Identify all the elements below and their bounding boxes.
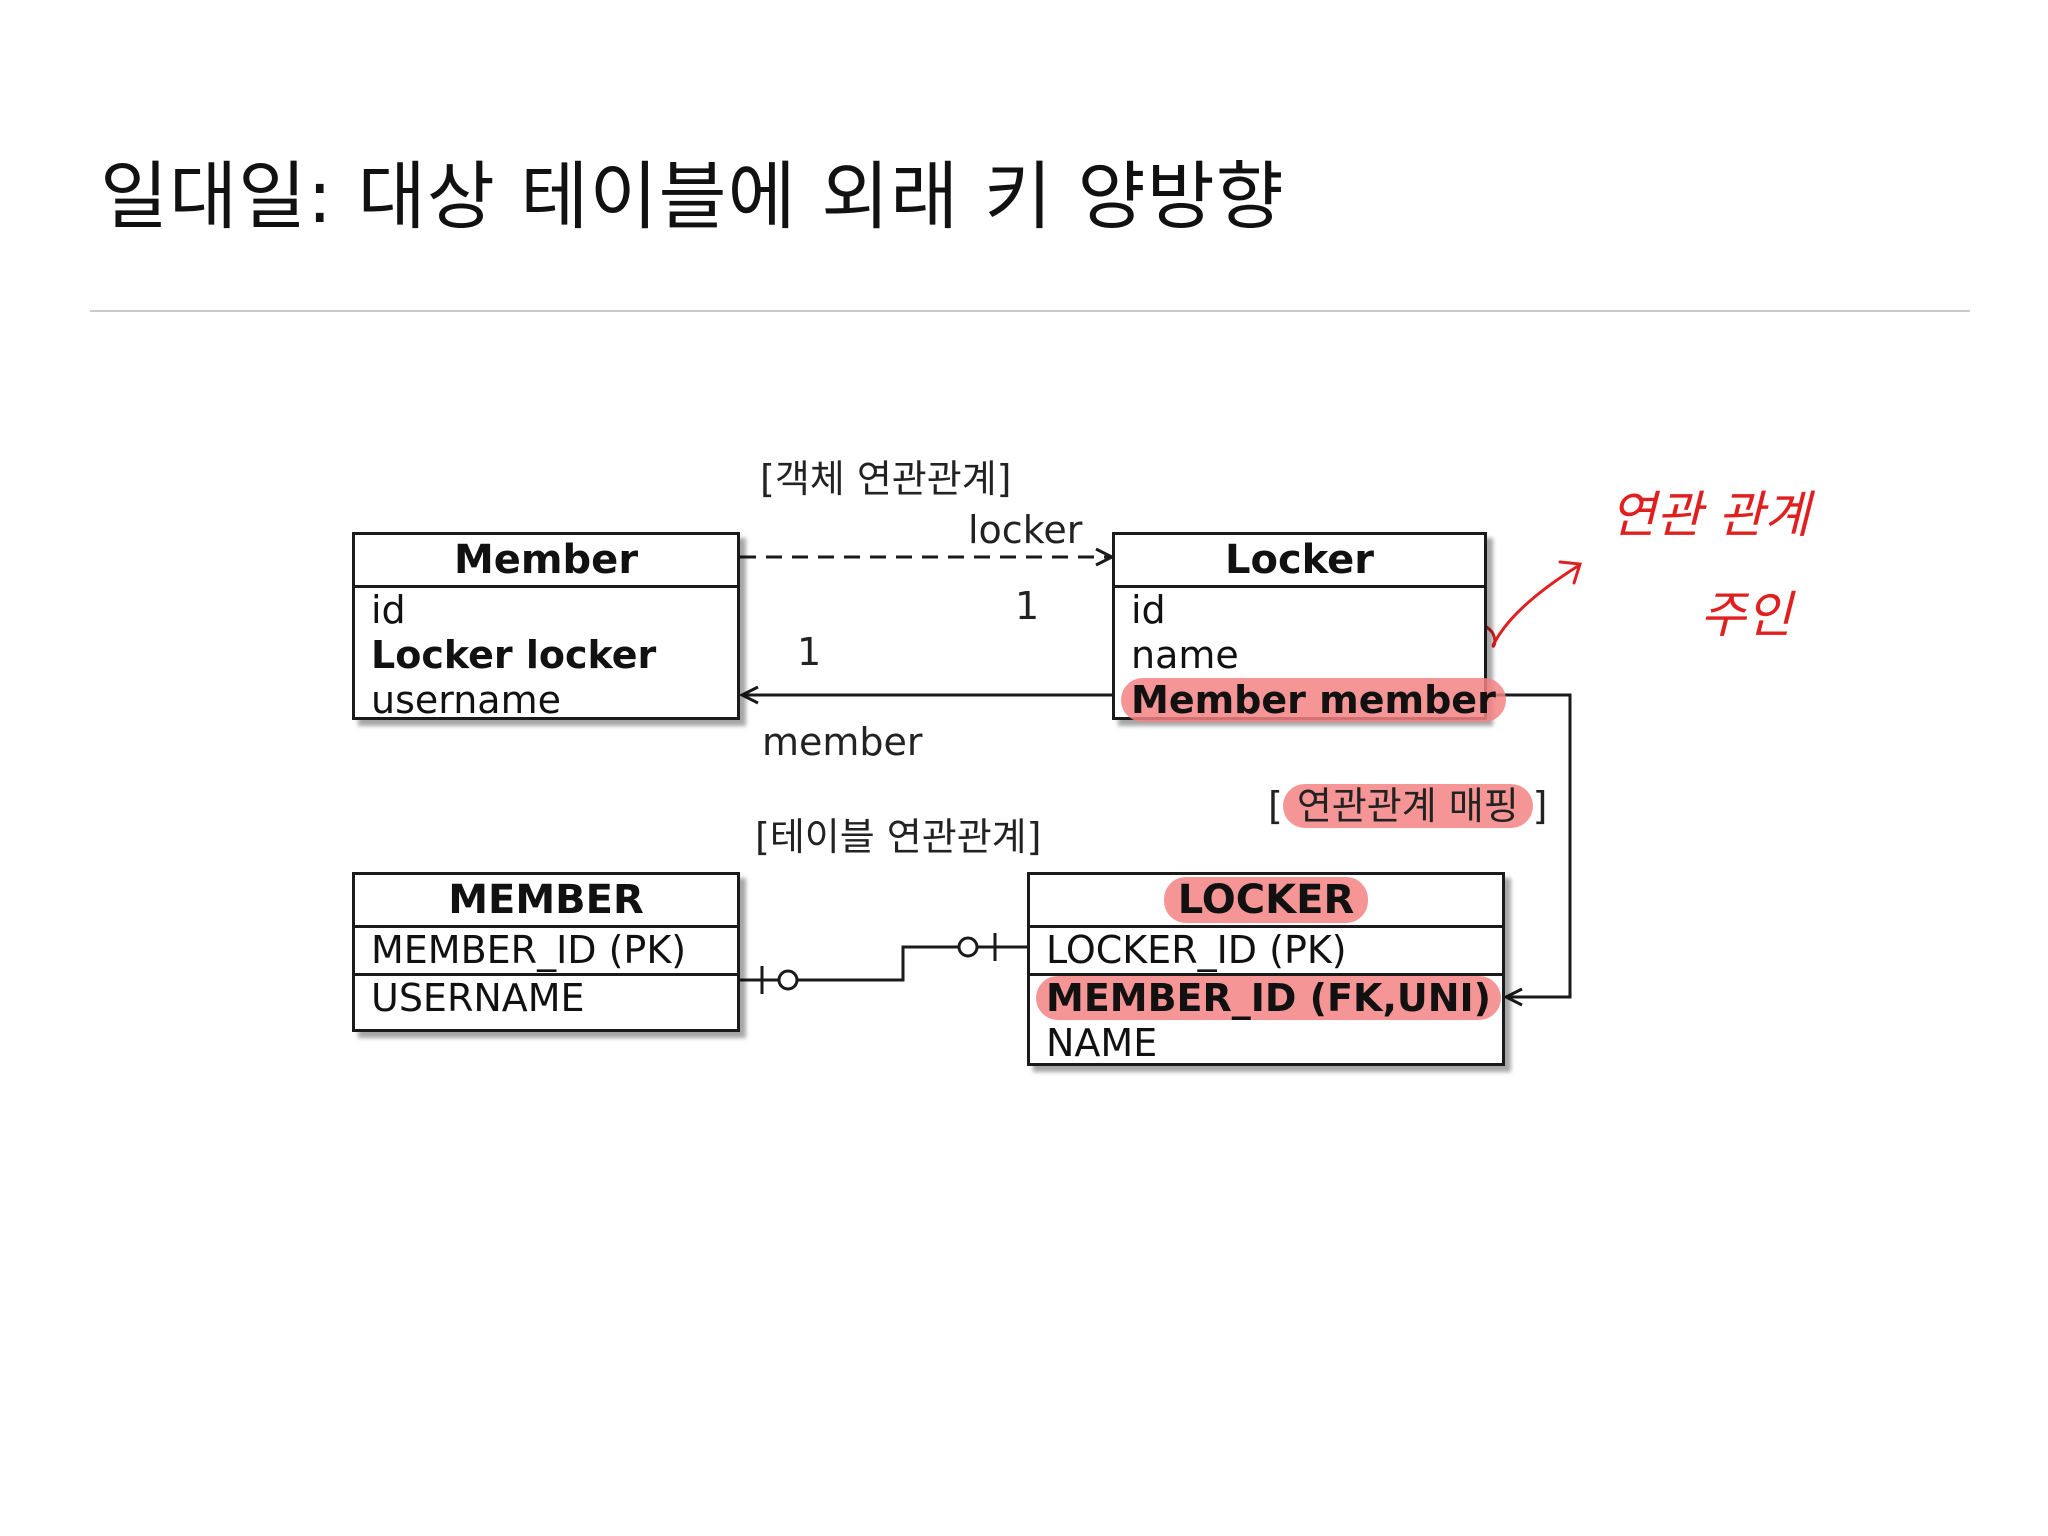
- table-relation-label: [테이블 연관관계]: [755, 815, 1042, 859]
- locker-table-name-col: NAME: [1046, 1021, 1158, 1065]
- member-table-name: MEMBER: [355, 875, 737, 928]
- locker-class-name: Locker: [1115, 535, 1484, 588]
- member-field-locker: Locker locker: [371, 633, 657, 677]
- mapping-bracket-close: ]: [1532, 784, 1548, 828]
- title-divider: [90, 310, 1970, 312]
- member-field-username: username: [371, 678, 561, 722]
- locker-table-fk: MEMBER_ID (FK,UNI): [1036, 976, 1502, 1020]
- member-class-name: Member: [355, 535, 737, 588]
- locker-field-name: name: [1131, 633, 1239, 677]
- member-table-pk: MEMBER_ID (PK): [371, 928, 687, 972]
- mapping-text: 연관관계 매핑: [1282, 784, 1533, 828]
- member-field-id: id: [371, 588, 406, 632]
- locker-table-box: LOCKER LOCKER_ID (PK) MEMBER_ID (FK,UNI)…: [1027, 872, 1505, 1066]
- mapping-bracket-open: [: [1268, 784, 1283, 828]
- member-side-circle: [777, 969, 799, 991]
- mapping-connector: [1487, 693, 1572, 997]
- member-table-box: MEMBER MEMBER_ID (PK) USERNAME: [352, 872, 740, 1032]
- edge-locker-label: locker: [968, 508, 1083, 552]
- member-class-box: Member id Locker locker username: [352, 532, 740, 722]
- mapping-label: [연관관계 매핑]: [1268, 775, 1548, 830]
- locker-field-id: id: [1131, 588, 1166, 632]
- note-line-1: 연관 관계: [1610, 486, 1810, 544]
- locker-field-member: Member member: [1121, 678, 1506, 722]
- member-table-username: USERNAME: [371, 976, 585, 1020]
- locker-table-pk: LOCKER_ID (PK): [1046, 928, 1347, 972]
- locker-side-circle: [957, 936, 979, 958]
- multiplicity-right: 1: [1015, 584, 1040, 628]
- object-relation-label: [객체 연관관계]: [760, 457, 1012, 501]
- slide-title: 일대일: 대상 테이블에 외래 키 양방향: [100, 154, 1285, 240]
- note-arrowhead: [1558, 560, 1582, 585]
- edge-member-label: member: [762, 720, 923, 764]
- note-line-2: 주인: [1700, 586, 1792, 644]
- locker-table-name: LOCKER: [1163, 877, 1369, 923]
- multiplicity-left: 1: [797, 630, 822, 674]
- locker-class-box: Locker id name Member member: [1112, 532, 1506, 722]
